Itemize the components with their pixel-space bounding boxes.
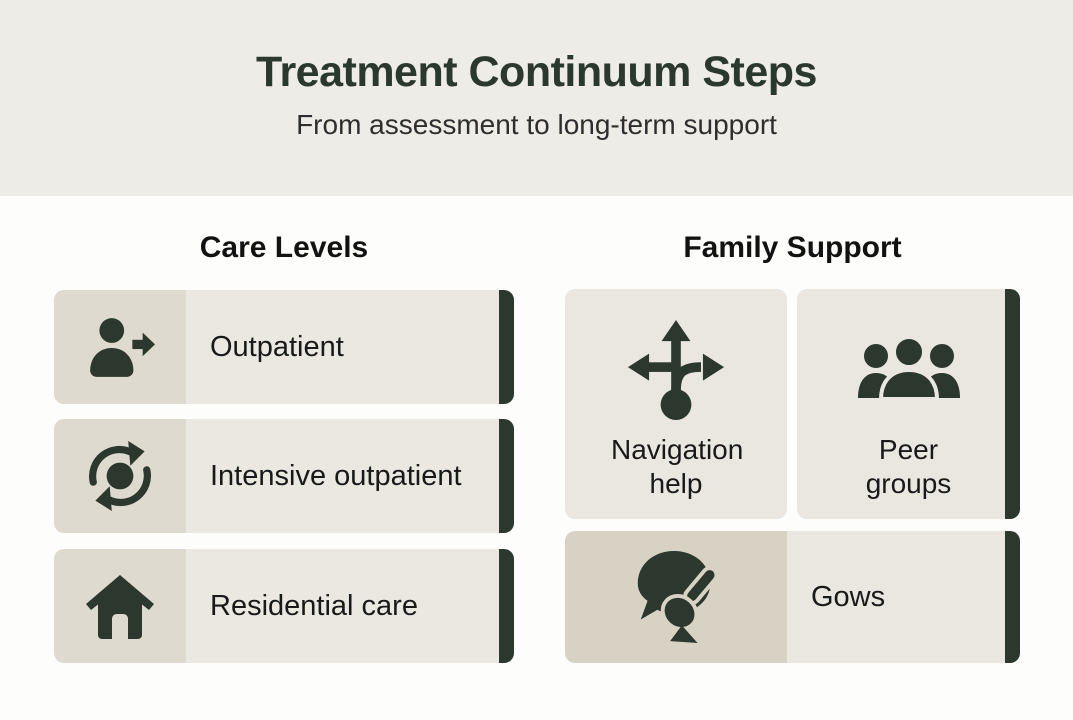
gows-icon-panel bbox=[565, 531, 787, 663]
gows-label: Gows bbox=[787, 531, 1005, 663]
row-label: Residential care bbox=[186, 549, 499, 663]
page-title: Treatment Continuum Steps bbox=[256, 48, 817, 96]
accent-bar bbox=[1005, 531, 1020, 663]
accent-bar bbox=[499, 290, 514, 404]
cycle-arrows-icon bbox=[83, 439, 157, 513]
people-group-icon bbox=[856, 319, 962, 421]
person-arrow-icon bbox=[85, 317, 155, 377]
row-label: Outpatient bbox=[186, 290, 499, 404]
row-icon-panel bbox=[54, 419, 186, 533]
accent-bar bbox=[499, 549, 514, 663]
row-label: Intensive outpatient bbox=[186, 419, 499, 533]
accent-bar bbox=[1005, 289, 1020, 519]
family-support-heading: Family Support bbox=[683, 231, 902, 264]
care-level-row-intensive-outpatient: Intensive outpatient bbox=[54, 419, 514, 533]
branching-arrows-icon bbox=[626, 319, 726, 421]
row-icon-panel bbox=[54, 549, 186, 663]
card-label: Navigation help bbox=[611, 434, 744, 500]
page-subtitle: From assessment to long-term support bbox=[296, 109, 777, 140]
header-band: Treatment Continuum Steps From assessmen… bbox=[0, 0, 1073, 196]
care-level-row-outpatient: Outpatient bbox=[54, 290, 514, 404]
family-card-navigation-help: Navigation help bbox=[565, 289, 787, 519]
tap-chat-icon bbox=[625, 549, 727, 645]
card-label: Peer groups bbox=[865, 434, 952, 500]
home-icon bbox=[84, 573, 156, 639]
accent-bar bbox=[499, 419, 514, 533]
family-card-peer-groups: Peer groups bbox=[797, 289, 1020, 519]
care-levels-heading: Care Levels bbox=[199, 231, 369, 264]
family-card-gows: Gows bbox=[565, 531, 1020, 663]
row-icon-panel bbox=[54, 290, 186, 404]
care-level-row-residential-care: Residential care bbox=[54, 549, 514, 663]
